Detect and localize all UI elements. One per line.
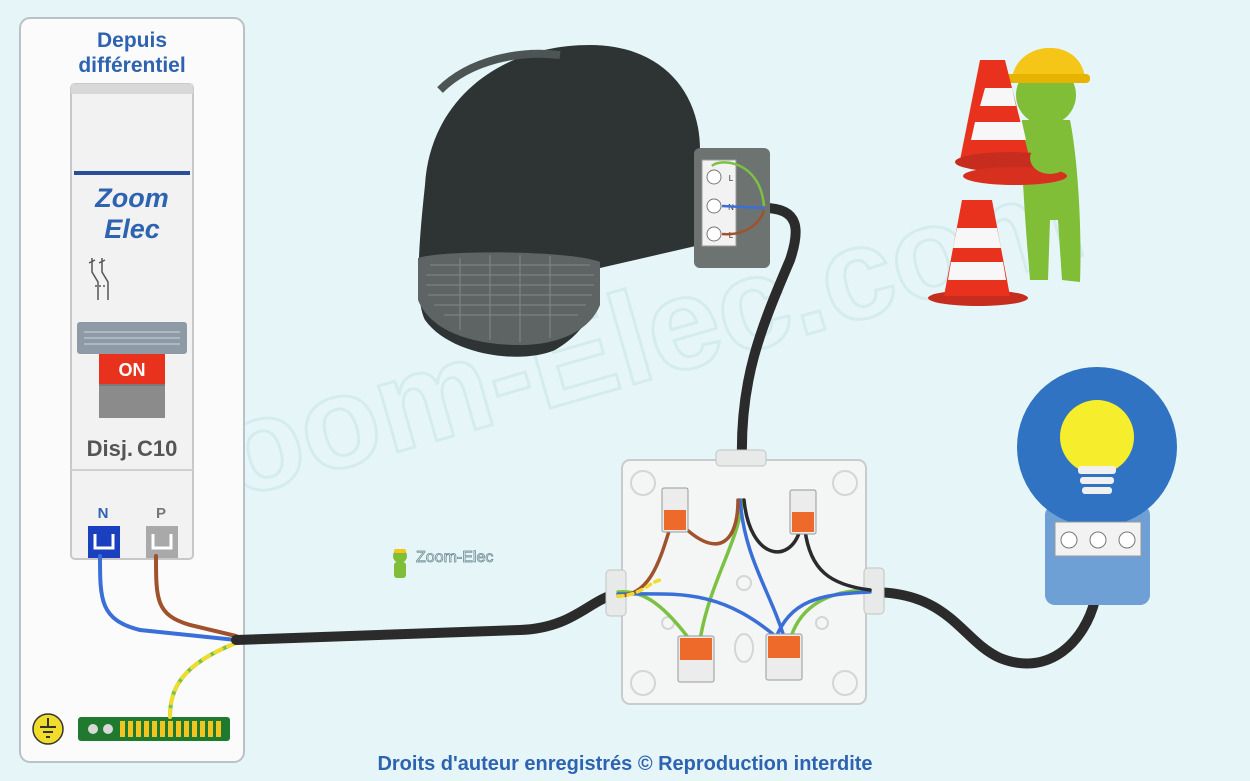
breaker-brand-line1: Zoom (94, 183, 169, 213)
lamp-cable (861, 586, 1100, 669)
panel-wires (98, 554, 238, 719)
circuit-breaker: Zoom Elec ON Disj.C10 N P (70, 83, 194, 560)
panel-source-line2: différentiel (78, 54, 185, 77)
earth-bar (32, 713, 230, 745)
terminal-neutral-label: N (98, 505, 109, 522)
terminal-phase (146, 526, 178, 558)
logo-small-text: Zoom-Elec (416, 549, 493, 566)
earth-symbol-icon (32, 713, 64, 745)
junction-box (605, 449, 885, 705)
lamp (1017, 367, 1177, 605)
sensor-terminal-label-3: L (729, 231, 734, 240)
wago-connectors (661, 487, 817, 683)
sensor-cable (736, 203, 801, 465)
supply-cable (231, 589, 623, 645)
terminal-neutral (88, 526, 120, 558)
breaker-symbol-icon (88, 258, 109, 300)
worker-mascot-icon (955, 47, 1090, 282)
breaker-brand-line2: Elec (104, 214, 160, 244)
breaker-model-label: Disj.C10 (87, 436, 178, 461)
breaker-model-rating: C10 (137, 436, 177, 461)
copyright-footer: Droits d'auteur enregistrés © Reproducti… (377, 753, 872, 775)
motion-sensor: L N L (418, 45, 770, 357)
zoom-elec-logo: Zoom-Elec (393, 549, 494, 578)
panel-source-line1: Depuis (97, 29, 167, 52)
traffic-cone-icon (928, 200, 1028, 306)
lightbulb-icon (1060, 400, 1134, 494)
terminal-phase-label: P (156, 505, 166, 522)
breaker-state-label: ON (119, 360, 146, 380)
sensor-terminal-label-1: L (729, 174, 734, 183)
breaker-model-prefix: Disj. (87, 436, 133, 461)
